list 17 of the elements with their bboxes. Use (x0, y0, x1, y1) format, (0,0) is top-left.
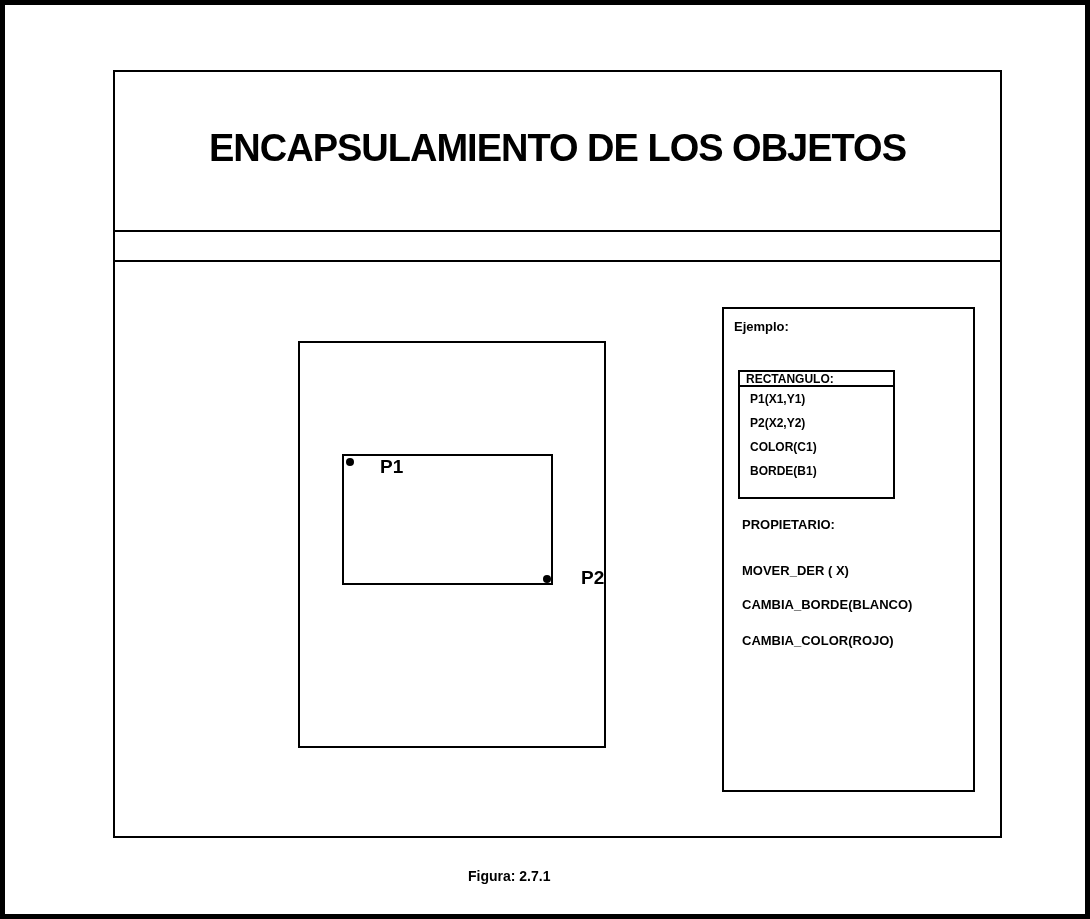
member-text: MOVER_DER ( X) (742, 563, 849, 578)
frame-box (298, 341, 606, 748)
figure-caption: Figura: 2.7.1 (468, 868, 551, 884)
slide-title: ENCAPSULAMIENTO DE LOS OBJETOS (208, 127, 907, 170)
class-name: RECTANGULO: (740, 372, 893, 387)
example-panel (722, 307, 975, 792)
point-label: P1 (380, 456, 404, 478)
member-text: CAMBIA_BORDE(BLANCO) (742, 597, 913, 612)
point-label: P2 (581, 567, 605, 589)
heading-text: Ejemplo: (734, 319, 789, 334)
member-text: CAMBIA_COLOR(ROJO) (742, 633, 894, 648)
attribute-text: P1(X1,Y1) (750, 392, 806, 406)
attribute-text: BORDE(B1) (750, 464, 817, 478)
attribute-text: P2(X2,Y2) (750, 416, 806, 430)
member-text: PROPIETARIO: (742, 517, 835, 532)
attribute-text: COLOR(C1) (750, 440, 817, 454)
class-box (738, 370, 895, 499)
